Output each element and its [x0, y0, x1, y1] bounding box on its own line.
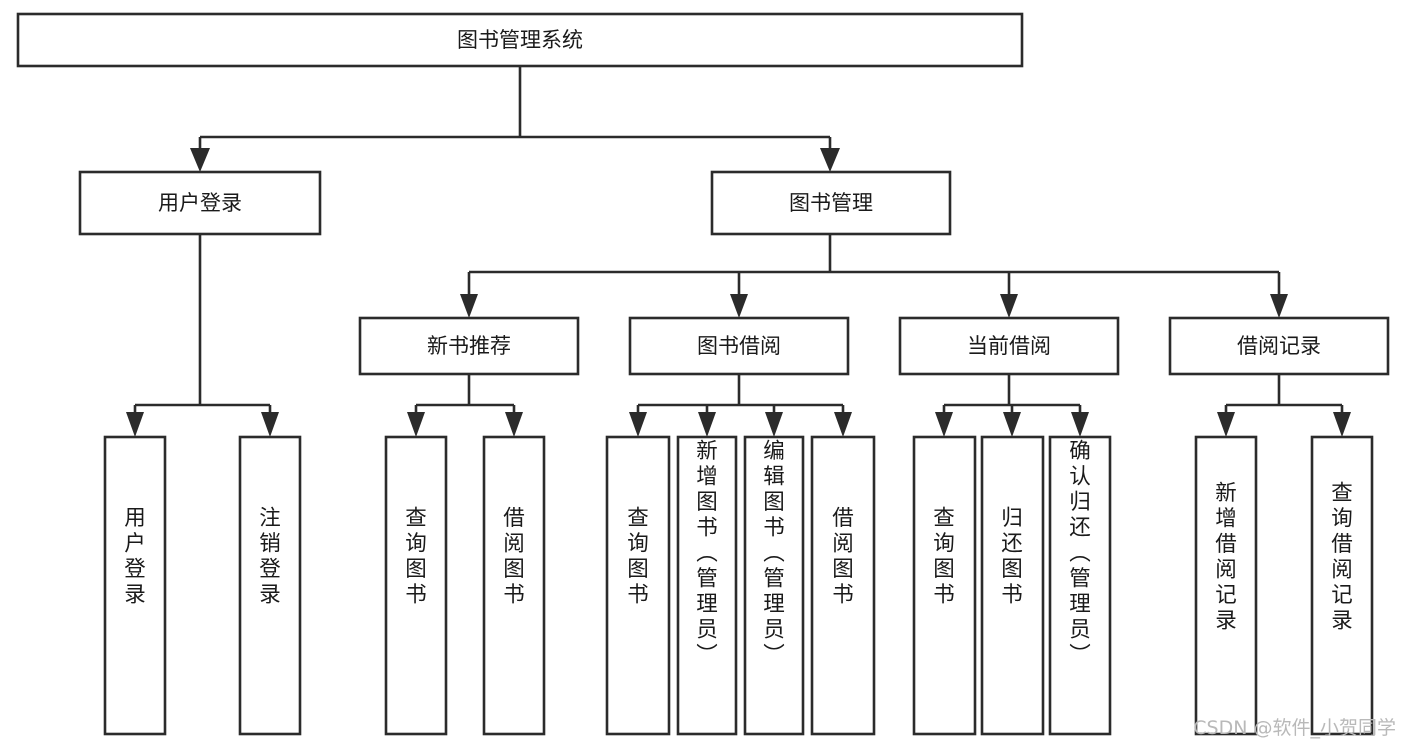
node-leaf-query-book-current[interactable]: 查询图书: [912, 435, 977, 736]
arrow-head-leaf-user-login: [126, 412, 144, 437]
node-leaf-user-logout-label: 注销登录: [259, 506, 281, 608]
node-user-login-label: 用户登录: [158, 191, 242, 215]
node-leaf-return-book-label: 归还图书: [1001, 506, 1023, 608]
node-leaf-add-borrow-record-label: 新增借阅记录: [1215, 481, 1237, 634]
arrow-head-leaf-edit-book-admin: [765, 412, 783, 437]
node-leaf-edit-book-admin-box[interactable]: [743, 435, 805, 736]
node-current-borrow-box[interactable]: [898, 316, 1120, 376]
node-root-label: 图书管理系统: [457, 28, 583, 52]
node-leaf-borrow-book-label: 借阅图书: [832, 506, 854, 608]
node-leaf-add-book-admin-box[interactable]: [676, 435, 738, 736]
node-leaf-query-book-current-label: 查询图书: [933, 506, 955, 608]
node-user-login[interactable]: 用户登录: [78, 170, 322, 236]
node-leaf-user-login-box[interactable]: [103, 435, 167, 736]
node-leaf-edit-book-admin[interactable]: 编辑图书︵管理员︶: [743, 435, 805, 736]
node-leaf-edit-book-admin-label: 编辑图书︵管理员︶: [763, 439, 785, 668]
node-leaf-add-book-admin-label: 新增图书︵管理员︶: [696, 439, 718, 668]
node-leaf-add-borrow-record-box[interactable]: [1194, 435, 1258, 736]
node-leaf-confirm-return-admin-label: 确认归还︵管理员︶: [1069, 439, 1091, 668]
node-book-borrow-label: 图书借阅: [697, 334, 781, 358]
arrow-head-current-borrow: [1000, 294, 1018, 318]
arrow-head-leaf-add-borrow-record: [1217, 412, 1235, 437]
arrow-head-leaf-query-borrow-record: [1333, 412, 1351, 437]
arrow-head-leaf-query-book-recommend: [407, 412, 425, 437]
arrow-head-leaf-borrow-book: [834, 412, 852, 437]
node-leaf-user-logout[interactable]: 注销登录: [238, 435, 302, 736]
arrow-head-borrow-record: [1270, 294, 1288, 318]
watermark-label: CSDN @软件_小贺同学: [1193, 717, 1396, 739]
node-leaf-user-login-label: 用户登录: [124, 506, 146, 608]
node-leaf-query-book-borrow[interactable]: 查询图书: [605, 435, 671, 736]
arrow-head-leaf-return-book: [1003, 412, 1021, 437]
node-borrow-record[interactable]: 借阅记录: [1168, 316, 1390, 376]
arrow-head-book-management: [820, 148, 840, 172]
node-current-borrow-label: 当前借阅: [967, 334, 1051, 358]
node-root-box[interactable]: [16, 12, 1024, 68]
node-book-borrow[interactable]: 图书借阅: [628, 316, 850, 376]
node-leaf-query-book-borrow-label: 查询图书: [627, 506, 649, 608]
node-leaf-return-book-box[interactable]: [980, 435, 1045, 736]
arrow-head-leaf-confirm-return-admin: [1071, 412, 1089, 437]
node-new-book-recommend[interactable]: 新书推荐: [358, 316, 580, 376]
edge-layer: [126, 66, 1351, 437]
node-leaf-query-borrow-record-label: 查询借阅记录: [1331, 481, 1353, 634]
node-book-management-box[interactable]: [710, 170, 952, 236]
arrow-head-leaf-add-book-admin: [698, 412, 716, 437]
arrow-head-leaf-query-book-borrow: [629, 412, 647, 437]
node-borrow-record-box[interactable]: [1168, 316, 1390, 376]
node-leaf-add-borrow-record[interactable]: 新增借阅记录: [1194, 435, 1258, 736]
node-root[interactable]: 图书管理系统: [16, 12, 1024, 68]
node-leaf-confirm-return-admin[interactable]: 确认归还︵管理员︶: [1048, 435, 1112, 736]
node-book-management[interactable]: 图书管理: [710, 170, 952, 236]
node-leaf-borrow-book[interactable]: 借阅图书: [810, 435, 876, 736]
node-leaf-query-borrow-record-box[interactable]: [1310, 435, 1374, 736]
node-leaf-return-book[interactable]: 归还图书: [980, 435, 1045, 736]
node-new-book-recommend-label: 新书推荐: [427, 334, 511, 358]
node-leaf-query-book-recommend-box[interactable]: [384, 435, 448, 736]
node-leaf-borrow-book-box[interactable]: [810, 435, 876, 736]
node-current-borrow[interactable]: 当前借阅: [898, 316, 1120, 376]
node-leaf-user-login[interactable]: 用户登录: [103, 435, 167, 736]
node-leaf-query-book-recommend[interactable]: 查询图书: [384, 435, 448, 736]
node-new-book-recommend-box[interactable]: [358, 316, 580, 376]
node-leaf-query-book-recommend-label: 查询图书: [405, 506, 427, 608]
node-borrow-record-label: 借阅记录: [1237, 334, 1321, 358]
arrow-head-leaf-query-book-current: [935, 412, 953, 437]
node-leaf-borrow-book-recommend[interactable]: 借阅图书: [482, 435, 546, 736]
arrow-head-book-borrow: [730, 294, 748, 318]
arrow-head-leaf-borrow-book-recommend: [505, 412, 523, 437]
node-leaf-add-book-admin[interactable]: 新增图书︵管理员︶: [676, 435, 738, 736]
arrow-head-leaf-user-logout: [261, 412, 279, 437]
arrow-head-new-book-recommend: [460, 294, 478, 318]
node-leaf-query-borrow-record[interactable]: 查询借阅记录: [1310, 435, 1374, 736]
node-leaf-user-logout-box[interactable]: [238, 435, 302, 736]
node-book-borrow-box[interactable]: [628, 316, 850, 376]
arrow-head-user-login: [190, 148, 210, 172]
node-leaf-borrow-book-recommend-box[interactable]: [482, 435, 546, 736]
node-leaf-borrow-book-recommend-label: 借阅图书: [503, 506, 525, 608]
node-leaf-query-book-borrow-box[interactable]: [605, 435, 671, 736]
node-user-login-box[interactable]: [78, 170, 322, 236]
node-leaf-confirm-return-admin-box[interactable]: [1048, 435, 1112, 736]
node-book-management-label: 图书管理: [789, 191, 873, 215]
node-leaf-query-book-current-box[interactable]: [912, 435, 977, 736]
